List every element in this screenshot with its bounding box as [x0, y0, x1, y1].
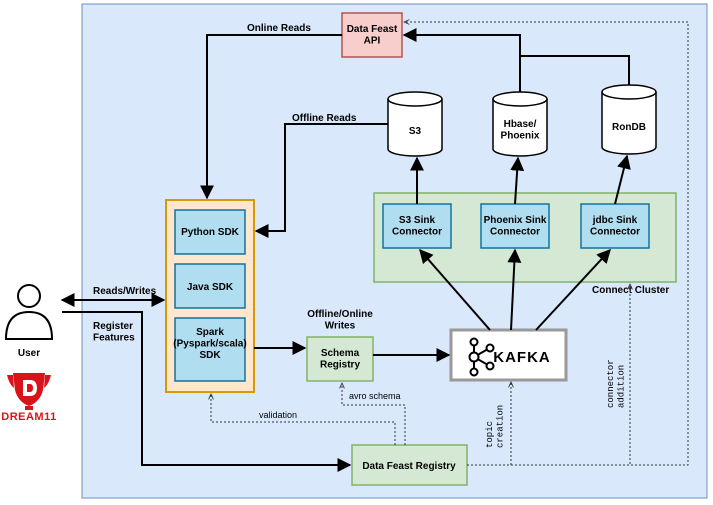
user-label: User	[18, 348, 40, 359]
kafka-to-s3-sink-arrow	[419, 248, 491, 331]
hbase-phoenix-datastore[interactable]	[492, 91, 548, 157]
reads-writes-label: Reads/Writes	[93, 286, 157, 297]
online-reads-label: Online Reads	[247, 23, 311, 34]
hbase-to-api-arrow	[402, 28, 521, 92]
topic-creation-label: topiccreation	[485, 405, 505, 448]
rondb-to-api-arrow	[520, 55, 630, 85]
s3-datastore[interactable]	[387, 91, 443, 157]
jdbc-sink-to-rondb-arrow	[614, 154, 631, 205]
connect-cluster-label: Connect Cluster	[592, 285, 669, 296]
avro-schema-label: avro schema	[349, 391, 401, 401]
kafka-logo-icon	[468, 337, 495, 377]
java-sdk-box[interactable]	[174, 263, 246, 309]
online-reads-arrow	[200, 34, 342, 200]
s3-label: S3	[409, 126, 422, 137]
dream11-logo-icon	[7, 373, 51, 410]
jdbc-sink-connector-box[interactable]	[580, 203, 650, 249]
python-sdk-box[interactable]	[174, 209, 246, 255]
hbase-phoenix-label: Hbase/Phoenix	[501, 119, 540, 142]
validation-label: validation	[259, 410, 297, 420]
registry-to-api-arrow	[404, 22, 689, 466]
schema-registry-box[interactable]	[306, 336, 374, 382]
phoenix-sink-connector-box[interactable]	[480, 203, 550, 249]
data-feast-registry-box[interactable]	[351, 444, 468, 486]
offline-reads-arrow	[254, 123, 388, 238]
phoenix-sink-to-hbase-arrow	[510, 156, 525, 205]
connector-addition-label: connectoraddition	[606, 359, 626, 408]
validation-arrow	[211, 394, 396, 445]
user-icon	[4, 284, 54, 340]
dream11-brand-label: DREAM11	[1, 411, 56, 423]
kafka-label: KAFKA	[493, 349, 551, 366]
avro-schema-arrow	[342, 383, 406, 445]
data-feast-registry-label: Data Feast Registry	[362, 461, 456, 472]
python-sdk-label: Python SDK	[181, 227, 240, 238]
spark-sdk-box[interactable]	[174, 317, 246, 382]
kafka-to-jdbc-sink-arrow	[535, 248, 611, 331]
rondb-label: RonDB	[612, 122, 646, 133]
data-feast-api-box[interactable]	[341, 12, 403, 58]
kafka-to-phoenix-sink-arrow	[507, 248, 522, 331]
java-sdk-label: Java SDK	[187, 282, 234, 293]
offline-reads-label: Offline Reads	[292, 113, 357, 124]
rondb-datastore[interactable]	[601, 84, 657, 155]
register-features-arrow	[62, 311, 352, 472]
spark-sdk-label: Spark(Pyspark/scala)SDK	[173, 327, 246, 361]
